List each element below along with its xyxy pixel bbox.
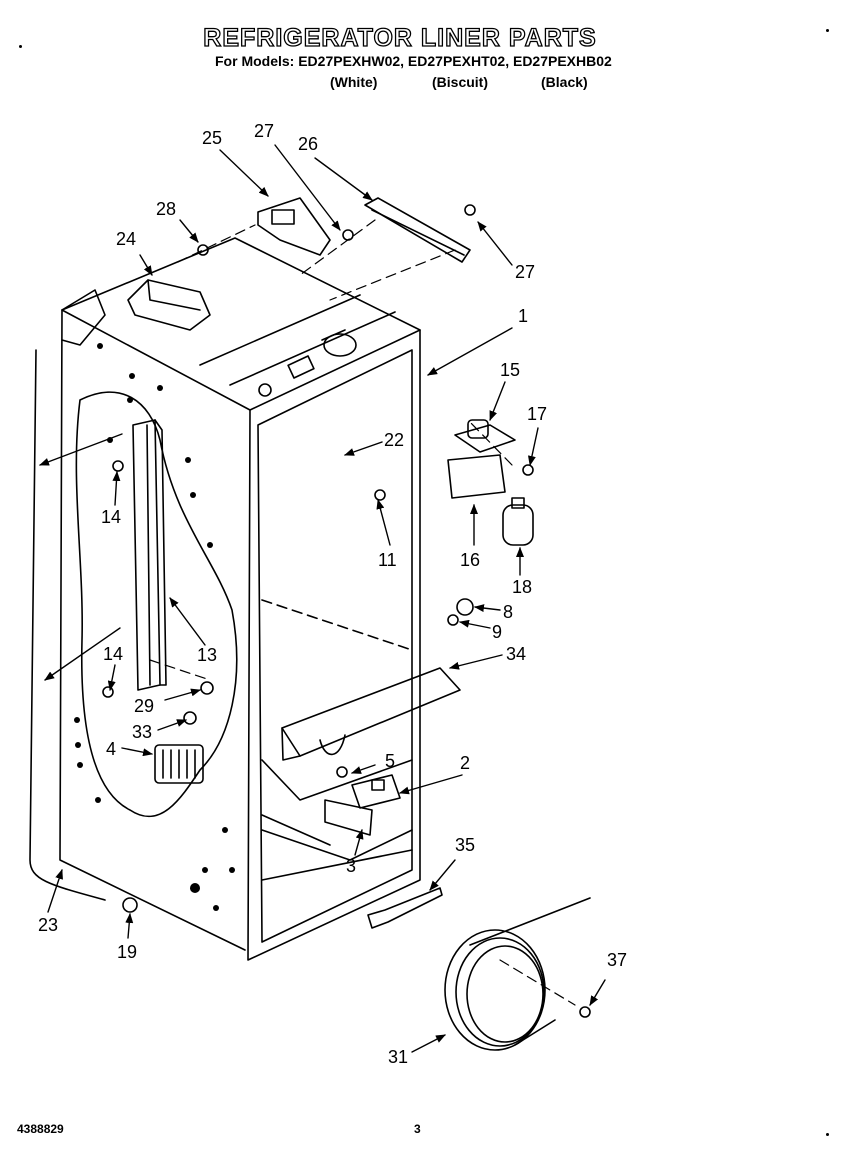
scan-mark [19, 45, 22, 48]
callout-24: 24 [116, 229, 136, 249]
callout-14: 14 [101, 507, 121, 527]
callout-28: 28 [156, 199, 176, 219]
callout-4: 4 [106, 739, 116, 759]
variant-white: (White) [330, 74, 378, 90]
air-diffuser-cover [281, 667, 461, 761]
callout-1: 1 [518, 306, 528, 326]
callout-33: 33 [132, 722, 152, 742]
callout-8: 8 [503, 602, 513, 622]
damper-motor [502, 497, 534, 546]
page-number: 3 [414, 1122, 421, 1136]
callout-26: 26 [298, 134, 318, 154]
callout-labels: 25 27 26 28 24 27 1 15 17 22 14 11 16 18… [38, 121, 627, 1067]
shelf-plate [324, 799, 373, 836]
callout-17: 17 [527, 404, 547, 424]
callout-5: 5 [385, 751, 395, 771]
scan-mark [826, 1133, 829, 1136]
callout-18: 18 [512, 577, 532, 597]
control-housing [127, 279, 211, 331]
callout-29: 29 [134, 696, 154, 716]
callout-14b: 14 [103, 644, 123, 664]
variant-biscuit: (Biscuit) [432, 74, 488, 90]
mounting-bracket [257, 197, 331, 256]
callout-37: 37 [607, 950, 627, 970]
callout-arrows [39, 144, 606, 1053]
assembly-leaders [149, 219, 576, 1006]
cable-tie [367, 887, 443, 929]
callout-35: 35 [455, 835, 475, 855]
trim-strip [364, 197, 471, 263]
callout-9: 9 [492, 622, 502, 642]
bracket-plate [351, 774, 401, 809]
scan-mark [826, 29, 829, 32]
variant-black: (Black) [541, 74, 588, 90]
model-list: For Models: ED27PEXHW02, ED27PEXHT02, ED… [215, 53, 612, 69]
callout-25: 25 [202, 128, 222, 148]
callout-22: 22 [384, 430, 404, 450]
callout-13: 13 [197, 645, 217, 665]
liner-cabinet [59, 237, 421, 961]
callout-2: 2 [460, 753, 470, 773]
callout-3: 3 [346, 856, 356, 876]
callout-27b: 27 [515, 262, 535, 282]
callout-19: 19 [117, 942, 137, 962]
light-switch [447, 419, 516, 499]
callout-34: 34 [506, 644, 526, 664]
callout-15: 15 [500, 360, 520, 380]
callout-16: 16 [460, 550, 480, 570]
callout-23: 23 [38, 915, 58, 935]
tubing-coil [444, 897, 591, 1051]
fasteners [102, 204, 591, 1018]
callout-31: 31 [388, 1047, 408, 1067]
document-number: 4388829 [17, 1122, 64, 1136]
vent-grille [154, 744, 204, 784]
callout-11: 11 [378, 550, 397, 570]
drain-tube [29, 349, 106, 901]
page-title: REFRIGERATOR LINER PARTS [203, 23, 597, 52]
callout-27: 27 [254, 121, 274, 141]
shelf-rail [132, 419, 167, 691]
